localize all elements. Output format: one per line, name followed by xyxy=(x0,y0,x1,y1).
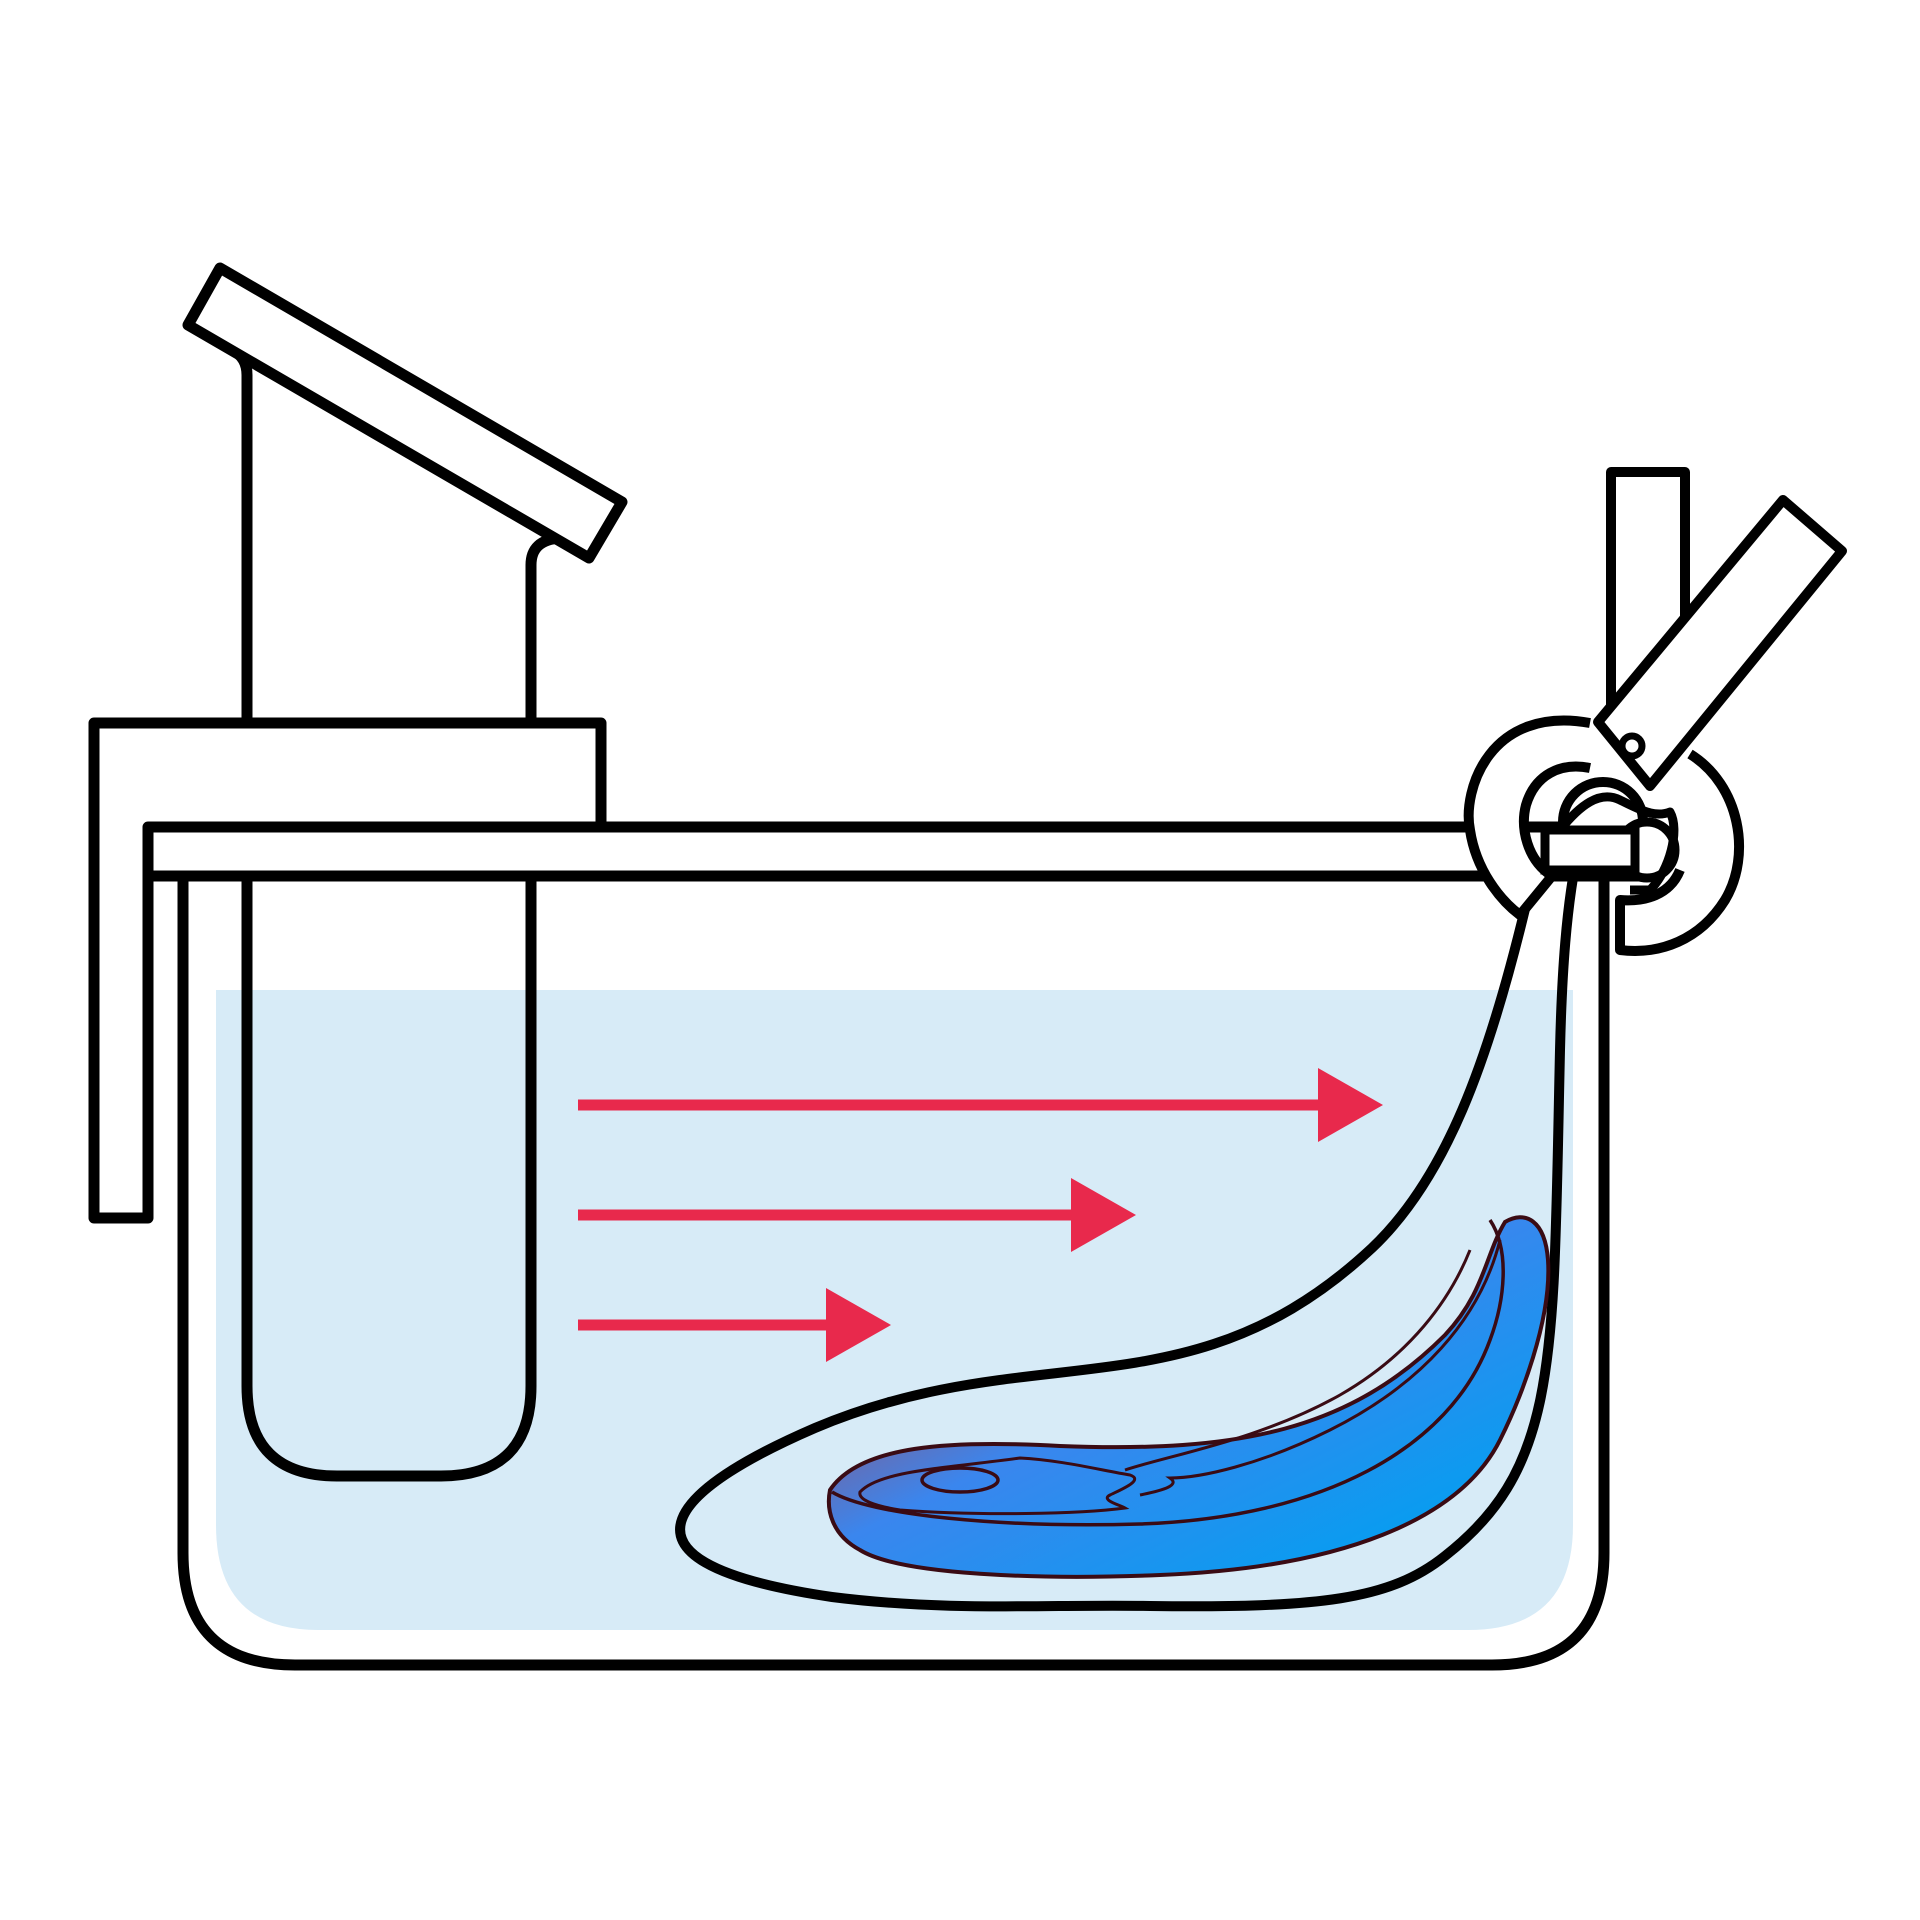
circulator-clamp xyxy=(142,821,1644,882)
steak-body xyxy=(826,1215,1551,1579)
steak xyxy=(826,1215,1551,1579)
vacuum-bag xyxy=(675,861,1580,1612)
clip-spring xyxy=(1463,715,1591,920)
steak-marbling xyxy=(858,1456,1137,1516)
flow-arrow-head xyxy=(1318,1068,1383,1142)
flow-arrow-head xyxy=(1071,1178,1136,1252)
clip-arm-angled xyxy=(1593,495,1847,791)
steak-rind-top xyxy=(831,1219,1505,1527)
clip-jaw xyxy=(1540,825,1640,875)
steak-bone xyxy=(920,1466,1000,1494)
clip-pivot xyxy=(1618,732,1646,760)
water-bath xyxy=(177,880,1610,1671)
bag-clip[interactable] xyxy=(1463,467,1847,956)
steak-fat-seam xyxy=(1124,1249,1472,1472)
clip-spring-right xyxy=(1615,749,1745,956)
immersion-circulator xyxy=(241,876,537,1482)
clip-jaw-tip xyxy=(1556,792,1679,895)
flow-arrow-head xyxy=(826,1288,891,1362)
circulator-mount xyxy=(88,717,607,1224)
flow-arrows xyxy=(578,1068,1383,1362)
steak-fat-seam-2 xyxy=(1139,1239,1502,1497)
circulator-head xyxy=(182,262,628,564)
